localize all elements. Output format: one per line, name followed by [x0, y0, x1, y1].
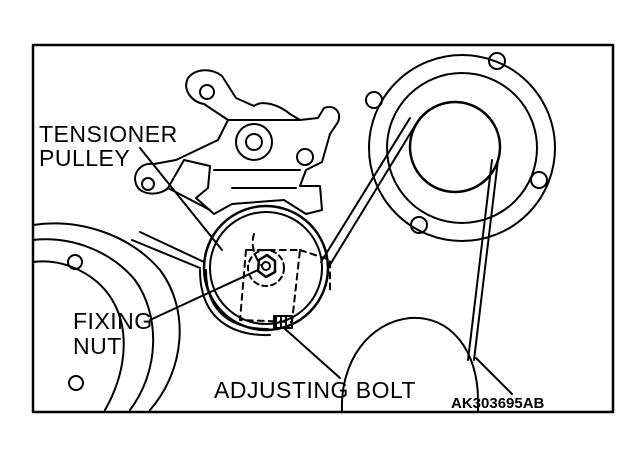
bolt-hole: [530, 171, 548, 189]
bolt-hole: [68, 375, 84, 391]
bolt-hole: [365, 91, 383, 109]
figure-frame: [31, 43, 615, 414]
bolt-hole: [410, 216, 428, 234]
label-pulley: PULLEY: [39, 145, 131, 171]
label-adjusting-bolt: ADJUSTING BOLT: [214, 377, 417, 403]
figure-code: AK303695AB: [451, 395, 545, 412]
pulley-lower-left: [32, 222, 181, 411]
leader-adjusting-bolt: [283, 327, 341, 379]
leader-figure-code: [475, 357, 513, 395]
large-pulley-upper-right: [365, 52, 556, 242]
drive-belt: [131, 117, 499, 361]
bolt-hole: [67, 254, 83, 270]
label-fixing: FIXING: [73, 308, 153, 334]
leader-tensioner-pulley: [139, 147, 223, 251]
tensioner-bracket: [134, 69, 340, 215]
pulley-lower-center: [340, 316, 479, 413]
leader-fixing-nut: [149, 269, 259, 321]
leader-lines: [139, 147, 513, 395]
label-nut: NUT: [73, 333, 122, 359]
label-tensioner: TENSIONER: [39, 121, 178, 147]
tensioner-pulley: [202, 204, 331, 332]
bolt-hole: [488, 52, 506, 70]
fixing-nut: [256, 253, 277, 279]
